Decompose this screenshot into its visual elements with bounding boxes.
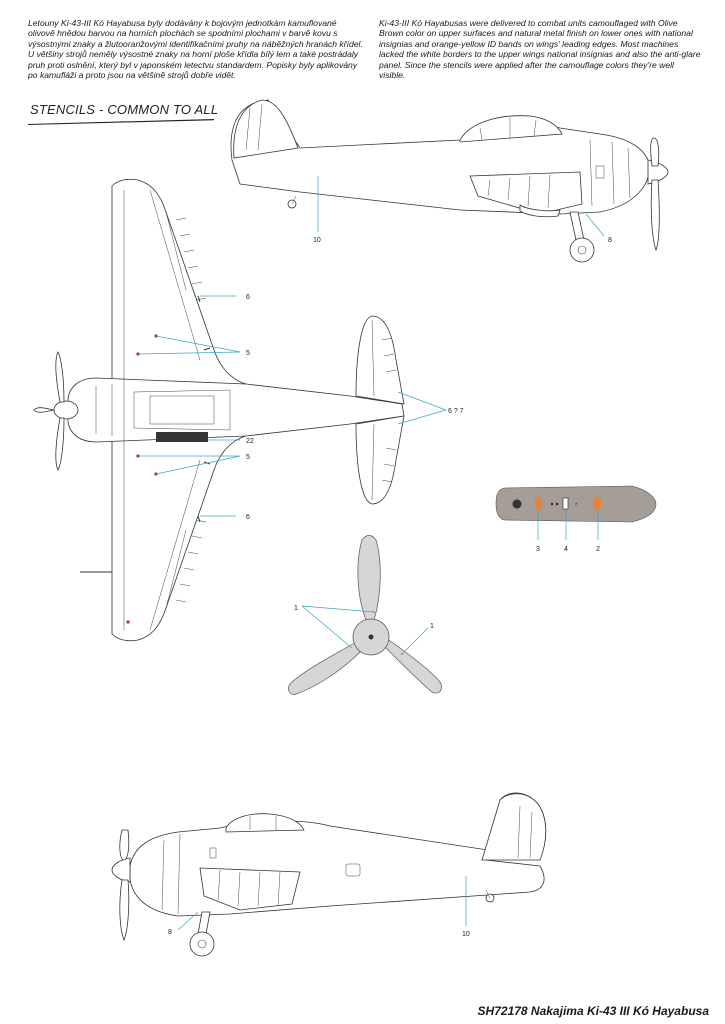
callout-8-bottom: 8	[168, 929, 172, 936]
callout-4-panel: 4	[564, 546, 568, 553]
callout-8-top: 8	[608, 237, 612, 244]
callout-5-upper-wing: 5	[246, 350, 250, 357]
svg-text:*: *	[575, 503, 578, 509]
side-view-top: 10 8	[230, 99, 669, 263]
callout-5-lower-wing: 5	[246, 454, 250, 461]
callout-6-lower-wing: 6	[246, 514, 250, 521]
callout-10-bottom: 10	[462, 931, 470, 938]
intro-text-english: Ki-43-III Kó Hayabusas were delivered to…	[379, 18, 701, 81]
side-view-bottom: 8 10	[111, 792, 547, 957]
section-title-underline	[28, 119, 214, 125]
plan-view: 6 5 6 ? 7 22 5 6	[33, 178, 464, 642]
callout-6-upper-wing: 6	[246, 294, 250, 301]
intro-text-czech: Letouny Ki-43-III Kó Hayabusa byly dodáv…	[28, 18, 363, 81]
propeller-detail: 1 1	[288, 535, 442, 695]
callout-1-prop-right: 1	[430, 623, 434, 630]
callout-1-prop-left: 1	[294, 605, 298, 612]
callout-10-top: 10	[313, 237, 321, 244]
callout-6-7-tail: 6 ? 7	[448, 408, 464, 415]
section-title: STENCILS - COMMON TO ALL	[30, 102, 219, 117]
panel-detail: * 3 4 2	[495, 485, 657, 553]
footer-title: SH72178 Nakajima Ki-43 III Kó Hayabusa	[477, 1004, 709, 1018]
callout-3-panel: 3	[536, 546, 540, 553]
callout-2-panel: 2	[596, 546, 600, 553]
callout-22-wing-band: 22	[246, 438, 254, 445]
